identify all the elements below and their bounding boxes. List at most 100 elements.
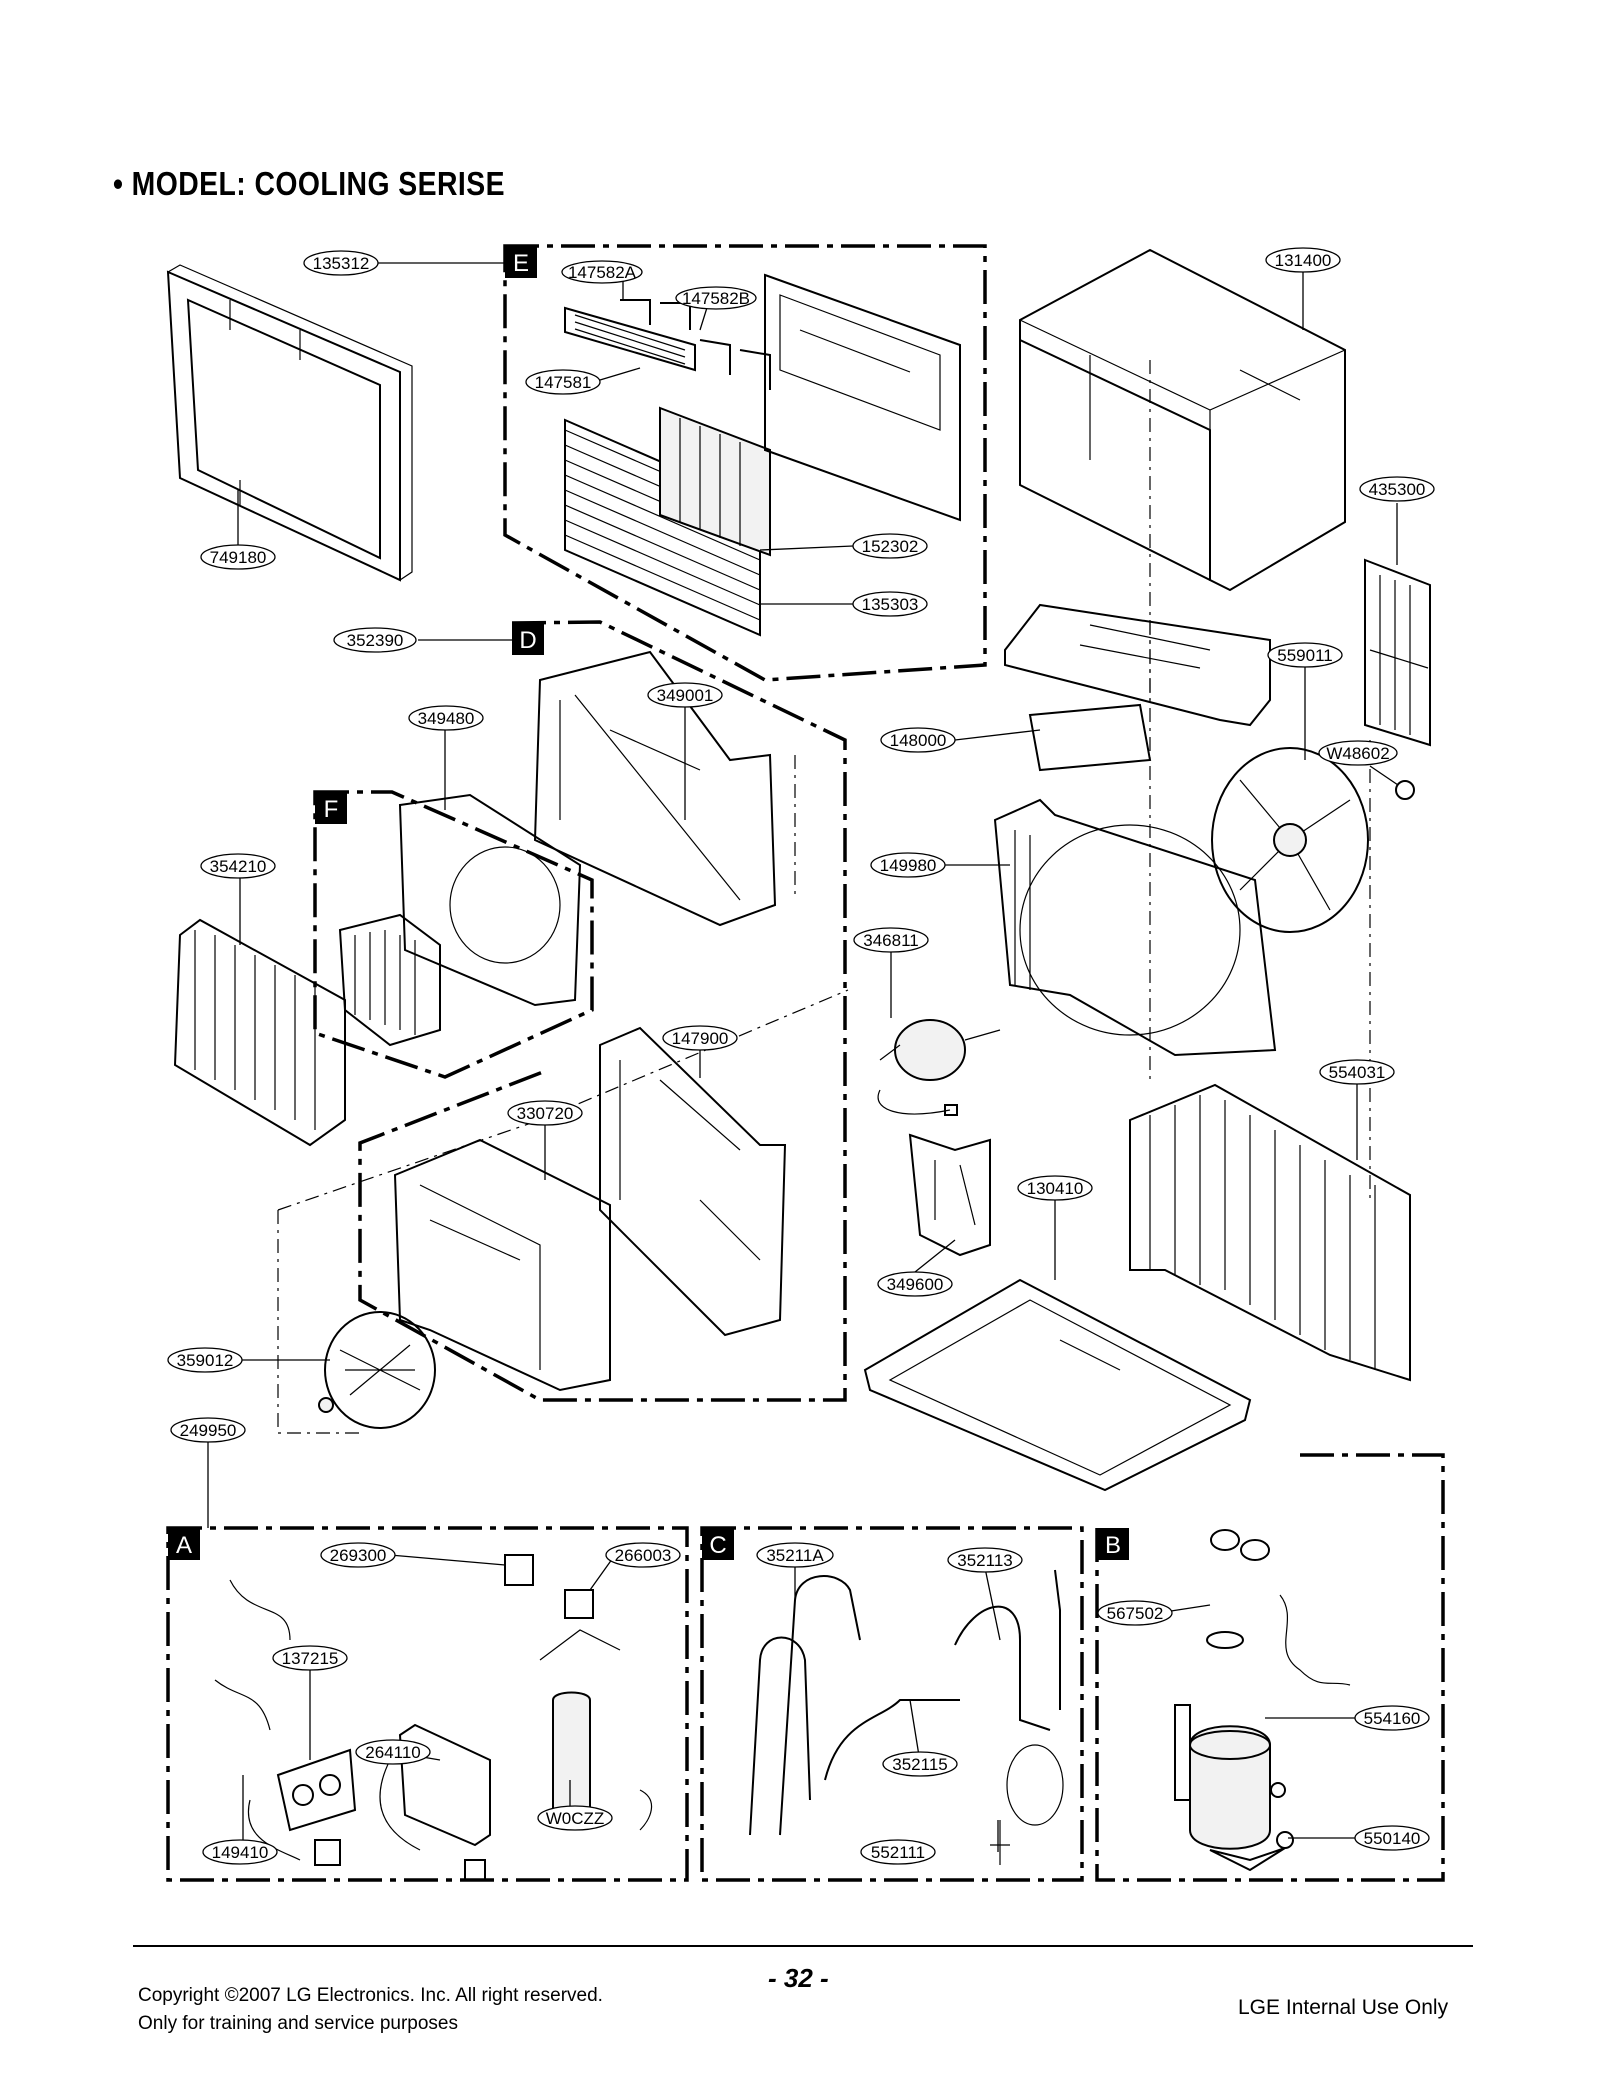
svg-text:147900: 147900 [672, 1029, 729, 1048]
svg-text:550140: 550140 [1364, 1829, 1421, 1848]
svg-text:354210: 354210 [210, 857, 267, 876]
callout-269300: 269300 [320, 1542, 396, 1568]
svg-text:35211A: 35211A [766, 1546, 824, 1565]
svg-text:330720: 330720 [517, 1104, 574, 1123]
front-frame-drawing [166, 264, 413, 582]
svg-text:147582A: 147582A [568, 263, 637, 282]
svg-text:554031: 554031 [1329, 1063, 1386, 1082]
callout-137215: 137215 [272, 1645, 348, 1671]
training-notice: Only for training and service purposes [138, 2013, 458, 2034]
callout-249950: 249950 [170, 1417, 246, 1443]
callout-148000: 148000 [880, 727, 956, 753]
assembly-guides [277, 360, 1371, 1434]
callout-554160: 554160 [1354, 1705, 1430, 1731]
svg-text:359012: 359012 [177, 1351, 234, 1370]
callout-359012: 359012 [167, 1347, 243, 1373]
svg-text:135312: 135312 [313, 254, 370, 273]
svg-text:135303: 135303 [862, 595, 919, 614]
svg-text:W48602: W48602 [1326, 744, 1389, 763]
callout-149980: 149980 [870, 852, 946, 878]
svg-text:A: A [176, 1532, 192, 1559]
callout-559011: 559011 [1267, 642, 1343, 668]
callout-147582a: 147582A [561, 260, 643, 284]
svg-text:249950: 249950 [180, 1421, 237, 1440]
callout-147900: 147900 [662, 1025, 738, 1051]
section-badge-a: A [168, 1528, 200, 1560]
svg-text:352115: 352115 [892, 1755, 947, 1774]
blower-housing-drawing [393, 1138, 611, 1392]
callout-135303: 135303 [852, 591, 928, 617]
callout-550140: 550140 [1354, 1825, 1430, 1851]
front-grille-drawing [564, 273, 961, 637]
section-badge-f: F [315, 792, 347, 824]
section-badge-b: B [1097, 1528, 1129, 1560]
internal-use-label: LGE Internal Use Only [1238, 1996, 1449, 2019]
callout-w48602: W48602 [1318, 740, 1398, 766]
callout-264110: 264110 [355, 1739, 431, 1765]
svg-text:352113: 352113 [957, 1551, 1012, 1570]
svg-text:149980: 149980 [880, 856, 937, 875]
svg-text:131400: 131400 [1275, 251, 1332, 270]
compressor-drawing [1174, 1529, 1351, 1872]
svg-text:D: D [519, 627, 536, 654]
svg-text:349001: 349001 [657, 686, 714, 705]
svg-text:264110: 264110 [365, 1743, 420, 1762]
svg-text:352390: 352390 [347, 631, 404, 650]
orifice-drawing [338, 793, 582, 1047]
callout-147581: 147581 [525, 369, 601, 395]
part-drawings [166, 248, 1431, 1881]
svg-text:148000: 148000 [890, 731, 947, 750]
svg-text:152302: 152302 [862, 537, 919, 556]
electrical-parts-drawing [214, 1554, 653, 1881]
callout-354210: 354210 [200, 853, 276, 879]
callout-349001: 349001 [647, 682, 723, 708]
page-title: • MODEL: COOLING SERISE [113, 165, 505, 202]
part-callouts: 135312 147582A 147582B 147581 131400 749… [167, 247, 1435, 1865]
page-number: - 32 - [768, 1963, 829, 1993]
callout-352113: 352113 [947, 1547, 1023, 1573]
motor-mount-drawing [908, 1133, 991, 1257]
blower-wheel-drawing [318, 1311, 436, 1429]
svg-text:W0CZZ: W0CZZ [546, 1809, 605, 1828]
top-cover-drawing [1004, 603, 1271, 772]
svg-text:266003: 266003 [615, 1546, 672, 1565]
callout-266003: 266003 [605, 1542, 681, 1568]
svg-text:147582B: 147582B [682, 289, 750, 308]
svg-text:346811: 346811 [863, 931, 918, 950]
svg-text:B: B [1105, 1532, 1121, 1559]
svg-text:130410: 130410 [1027, 1179, 1084, 1198]
section-badge-e: E [505, 246, 537, 278]
condenser-coil-drawing [1129, 1083, 1411, 1382]
svg-text:552111: 552111 [871, 1843, 925, 1862]
section-frames [166, 244, 1445, 1882]
callout-346811: 346811 [853, 927, 929, 953]
callout-552111: 552111 [860, 1839, 936, 1865]
svg-text:554160: 554160 [1364, 1709, 1421, 1728]
section-badge-c: C [702, 1528, 734, 1560]
svg-text:149410: 149410 [212, 1843, 269, 1862]
callout-147582b: 147582B [675, 286, 757, 310]
evaporator-case-drawing [533, 650, 777, 927]
svg-text:137215: 137215 [282, 1649, 339, 1668]
refrigerant-tubing-drawing [749, 1569, 1064, 1865]
svg-text:C: C [709, 1532, 726, 1559]
fan-motor-drawing [877, 1019, 1001, 1116]
callout-349480: 349480 [408, 705, 484, 731]
side-grille-drawing [1364, 558, 1431, 747]
callout-749180: 749180 [200, 544, 276, 570]
svg-text:F: F [324, 796, 339, 823]
condenser-fan-drawing [1211, 747, 1415, 933]
svg-text:147581: 147581 [535, 373, 592, 392]
callout-135312: 135312 [303, 250, 379, 276]
callout-w0czz: W0CZZ [537, 1805, 613, 1831]
svg-text:269300: 269300 [330, 1546, 387, 1565]
callout-330720: 330720 [507, 1100, 583, 1126]
evaporator-coil-drawing [173, 918, 346, 1147]
callout-349600: 349600 [877, 1271, 953, 1297]
svg-text:E: E [513, 250, 529, 277]
callout-435300: 435300 [1359, 476, 1435, 502]
leader-lines [207, 262, 1399, 1852]
callout-149410: 149410 [202, 1839, 278, 1865]
svg-text:349600: 349600 [887, 1275, 944, 1294]
